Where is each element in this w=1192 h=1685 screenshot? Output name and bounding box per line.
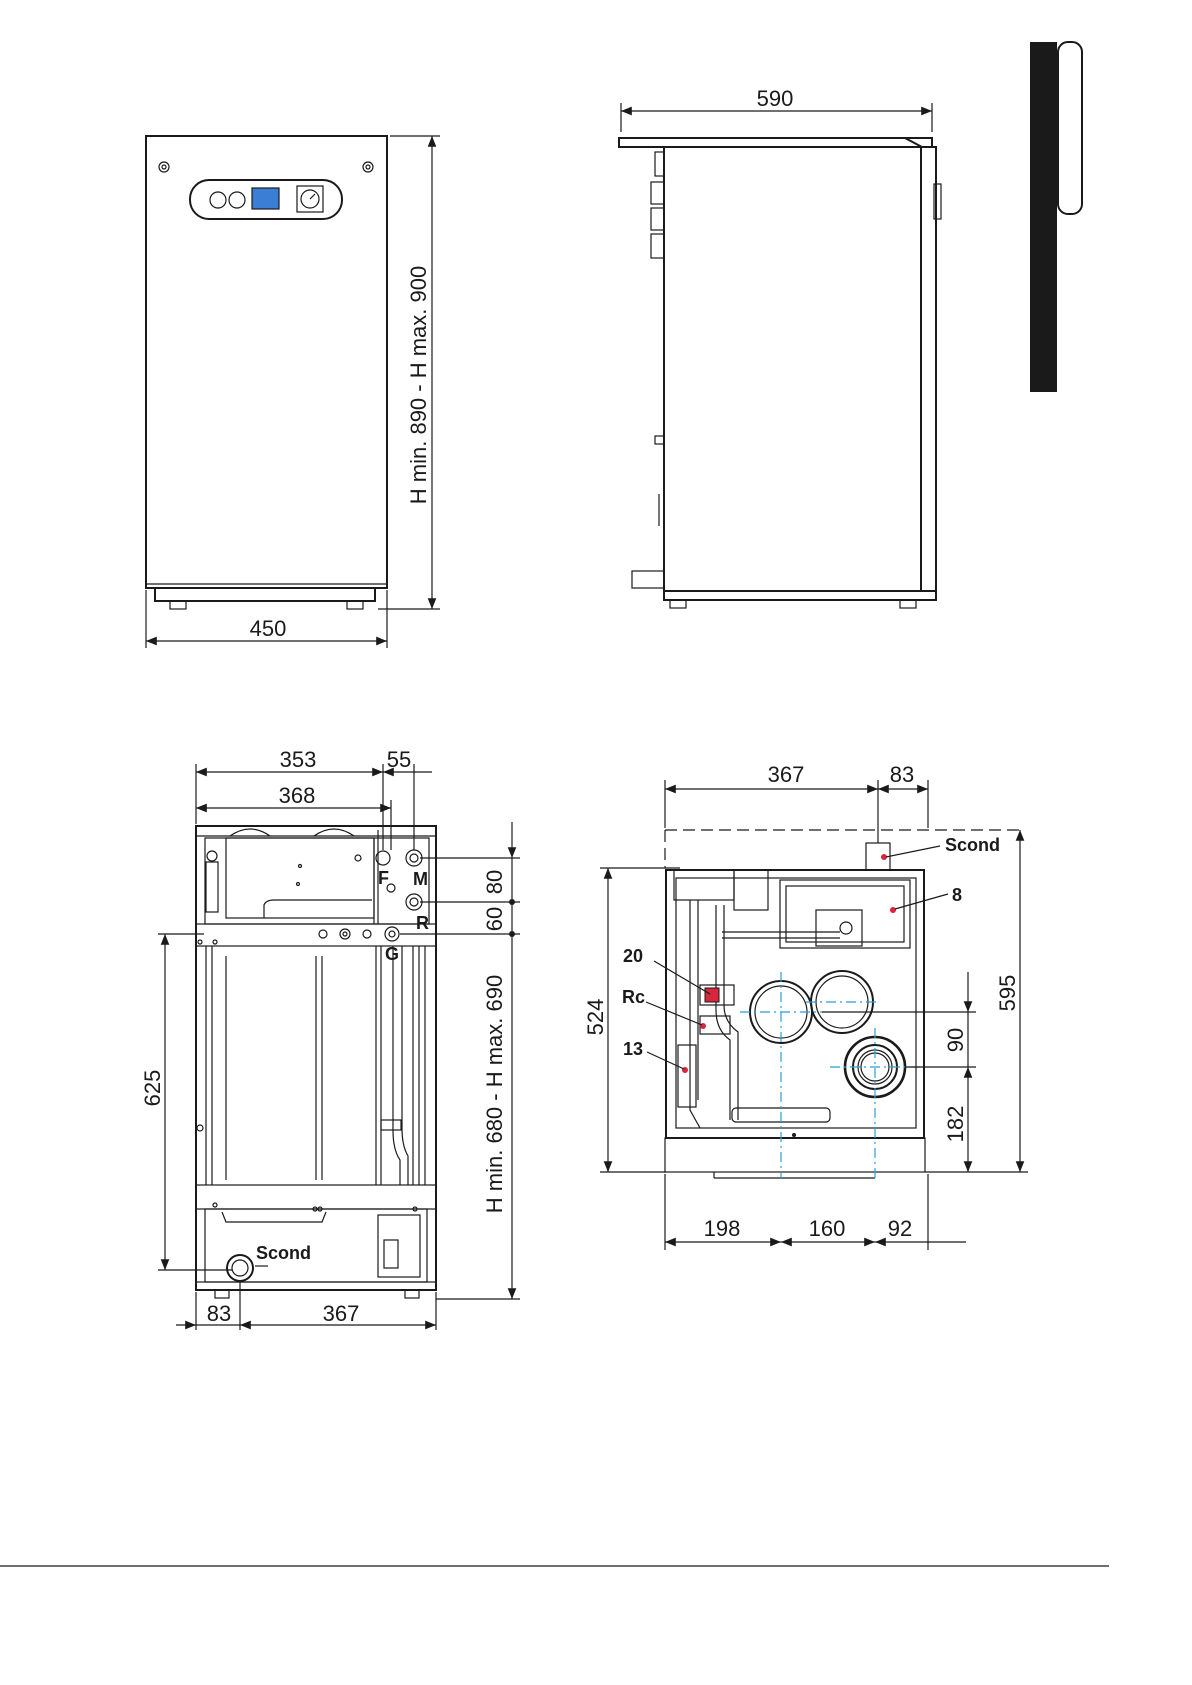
dim-55-label: 55 (387, 747, 411, 772)
knob-icon (210, 192, 226, 208)
label-8: 8 (952, 885, 962, 905)
connection-M (406, 850, 422, 866)
dim-60-label: 60 (482, 907, 507, 931)
side-view: 590 (619, 86, 941, 608)
label-13: 13 (623, 1039, 643, 1059)
gas-valve-block (226, 838, 374, 918)
pipe-connection (655, 152, 664, 176)
label-F: F (378, 868, 389, 888)
dim-160-label: 160 (809, 1216, 846, 1241)
dim-83-label: 83 (207, 1301, 231, 1326)
knob-icon (229, 192, 245, 208)
height-label: H min. 890 - H max. 900 (406, 266, 431, 504)
top-view: Scond 8 20 Rc 13 (583, 762, 1028, 1250)
label-rc: Rc (622, 987, 645, 1007)
pipe-connection (651, 182, 664, 204)
depth-label: 590 (757, 86, 794, 111)
dim-92-label: 92 (888, 1216, 912, 1241)
rear-view: F M R G (140, 747, 520, 1330)
dim-353-label: 353 (280, 747, 317, 772)
dim-83-top-label: 83 (890, 762, 914, 787)
language-tab (1030, 42, 1082, 392)
dim-90-label: 90 (943, 1028, 968, 1052)
top-cabinet (666, 870, 924, 1138)
dim-height-label: H min. 680 - H max. 690 (482, 975, 507, 1213)
dim-367-top-label: 367 (768, 762, 805, 787)
connection-R (406, 894, 422, 910)
connection-G (385, 927, 399, 941)
dim-368-label: 368 (279, 783, 316, 808)
dim-367-label: 367 (323, 1301, 360, 1326)
screw-icon (363, 162, 373, 172)
screw-icon (159, 162, 169, 172)
condensate-outlet (227, 1255, 253, 1281)
dim-524-label: 524 (583, 999, 608, 1036)
label-scond-rear: Scond (256, 1243, 311, 1263)
label-20: 20 (623, 946, 643, 966)
front-view: 450 H min. 890 - H max. 900 (146, 136, 440, 648)
side-cabinet (664, 147, 921, 591)
label-M: M (413, 869, 428, 889)
dim-595-label: 595 (995, 975, 1020, 1012)
label-G: G (385, 944, 399, 964)
dim-182-label: 182 (943, 1106, 968, 1143)
pipe-connection (651, 208, 664, 230)
width-label: 450 (250, 616, 287, 641)
label-R: R (416, 913, 429, 933)
dim-625-label: 625 (140, 1070, 165, 1107)
dim-80-label: 80 (482, 870, 507, 894)
label-scond-top: Scond (945, 835, 1000, 855)
lcd-display (252, 188, 279, 209)
pipe-connection (651, 234, 664, 258)
technical-drawing: 450 H min. 890 - H max. 900 590 (0, 0, 1109, 1568)
dim-198-label: 198 (704, 1216, 741, 1241)
